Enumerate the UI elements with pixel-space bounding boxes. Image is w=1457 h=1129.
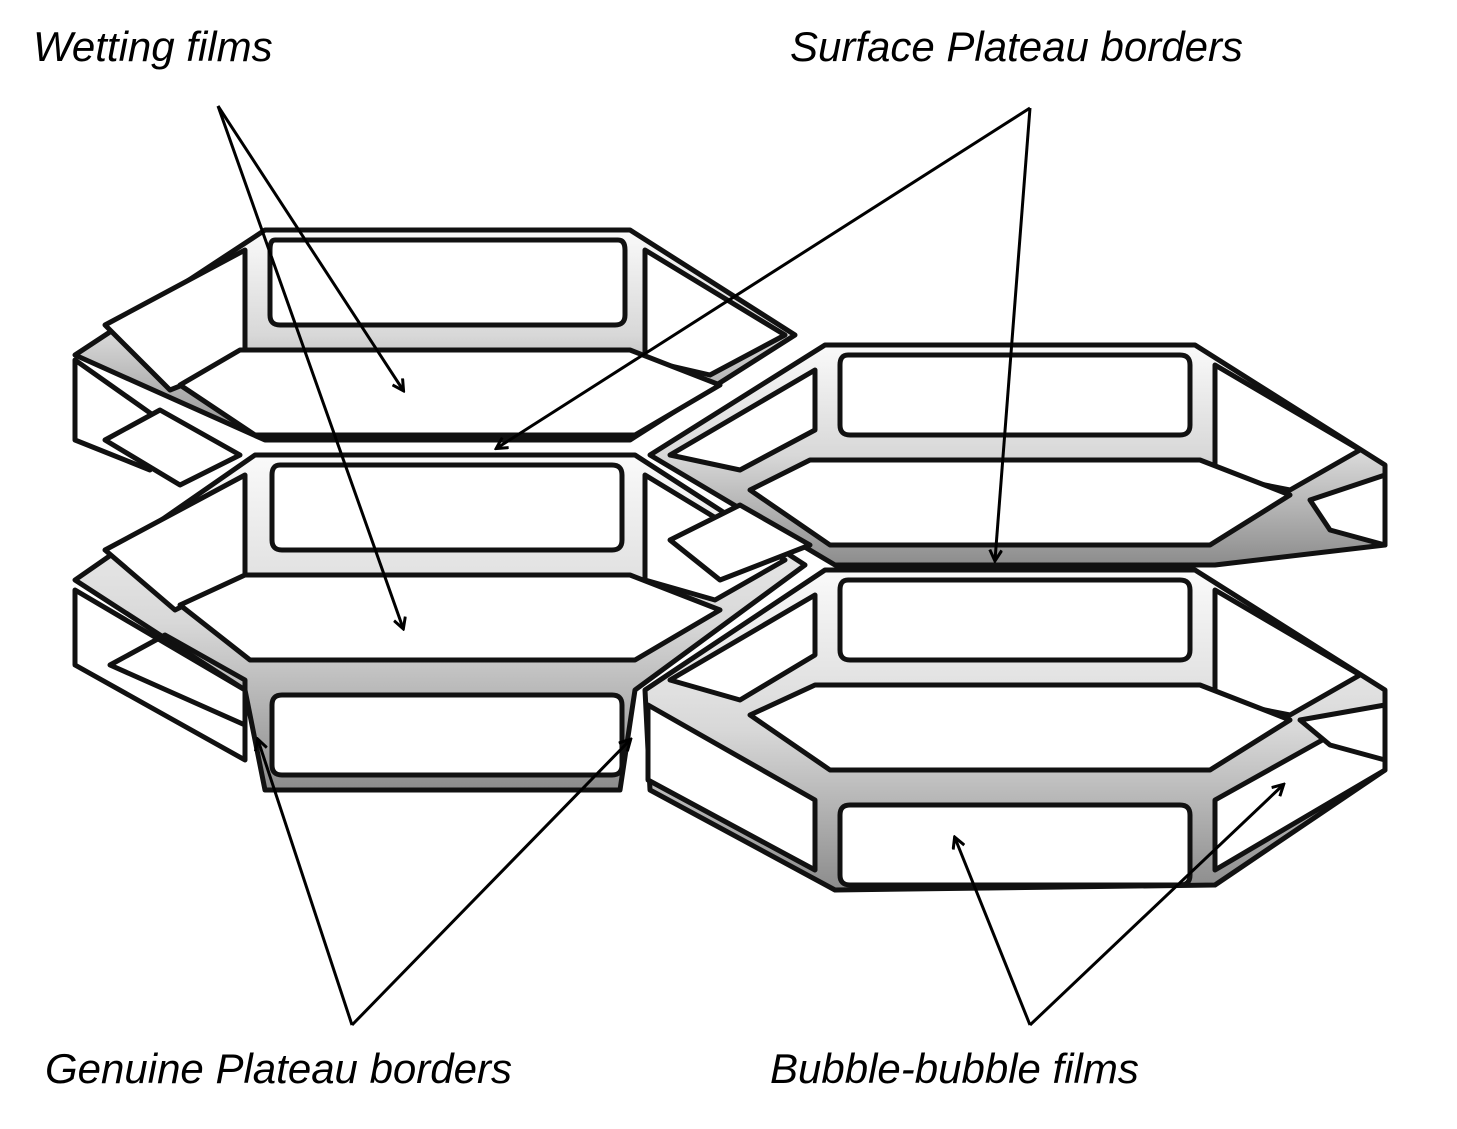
label-genuine-plateau-borders: Genuine Plateau borders <box>45 1045 512 1092</box>
label-wetting-films: Wetting films <box>33 23 273 70</box>
label-bubble-bubble-films: Bubble-bubble films <box>770 1045 1139 1092</box>
arrow-bubble-films-2 <box>1028 785 1283 1027</box>
arrow-wetting-films-1 <box>216 105 403 390</box>
arrow-genuine-plateau-1 <box>258 740 354 1026</box>
bubble-cell-lower-right <box>642 567 1388 893</box>
arrow-surface-plateau-1 <box>497 106 1031 448</box>
arrow-wetting-films-2 <box>216 105 403 628</box>
bubble-cell-lower-left <box>72 452 808 793</box>
arrow-bubble-films-1 <box>955 838 1032 1026</box>
arrow-genuine-plateau-2 <box>350 740 630 1027</box>
label-surface-plateau-borders: Surface Plateau borders <box>790 23 1243 70</box>
arrows <box>216 105 1283 1027</box>
bubble-cell-upper-left <box>72 227 798 488</box>
arrow-surface-plateau-2 <box>995 107 1032 560</box>
bubble-cell-upper-right <box>647 342 1388 583</box>
